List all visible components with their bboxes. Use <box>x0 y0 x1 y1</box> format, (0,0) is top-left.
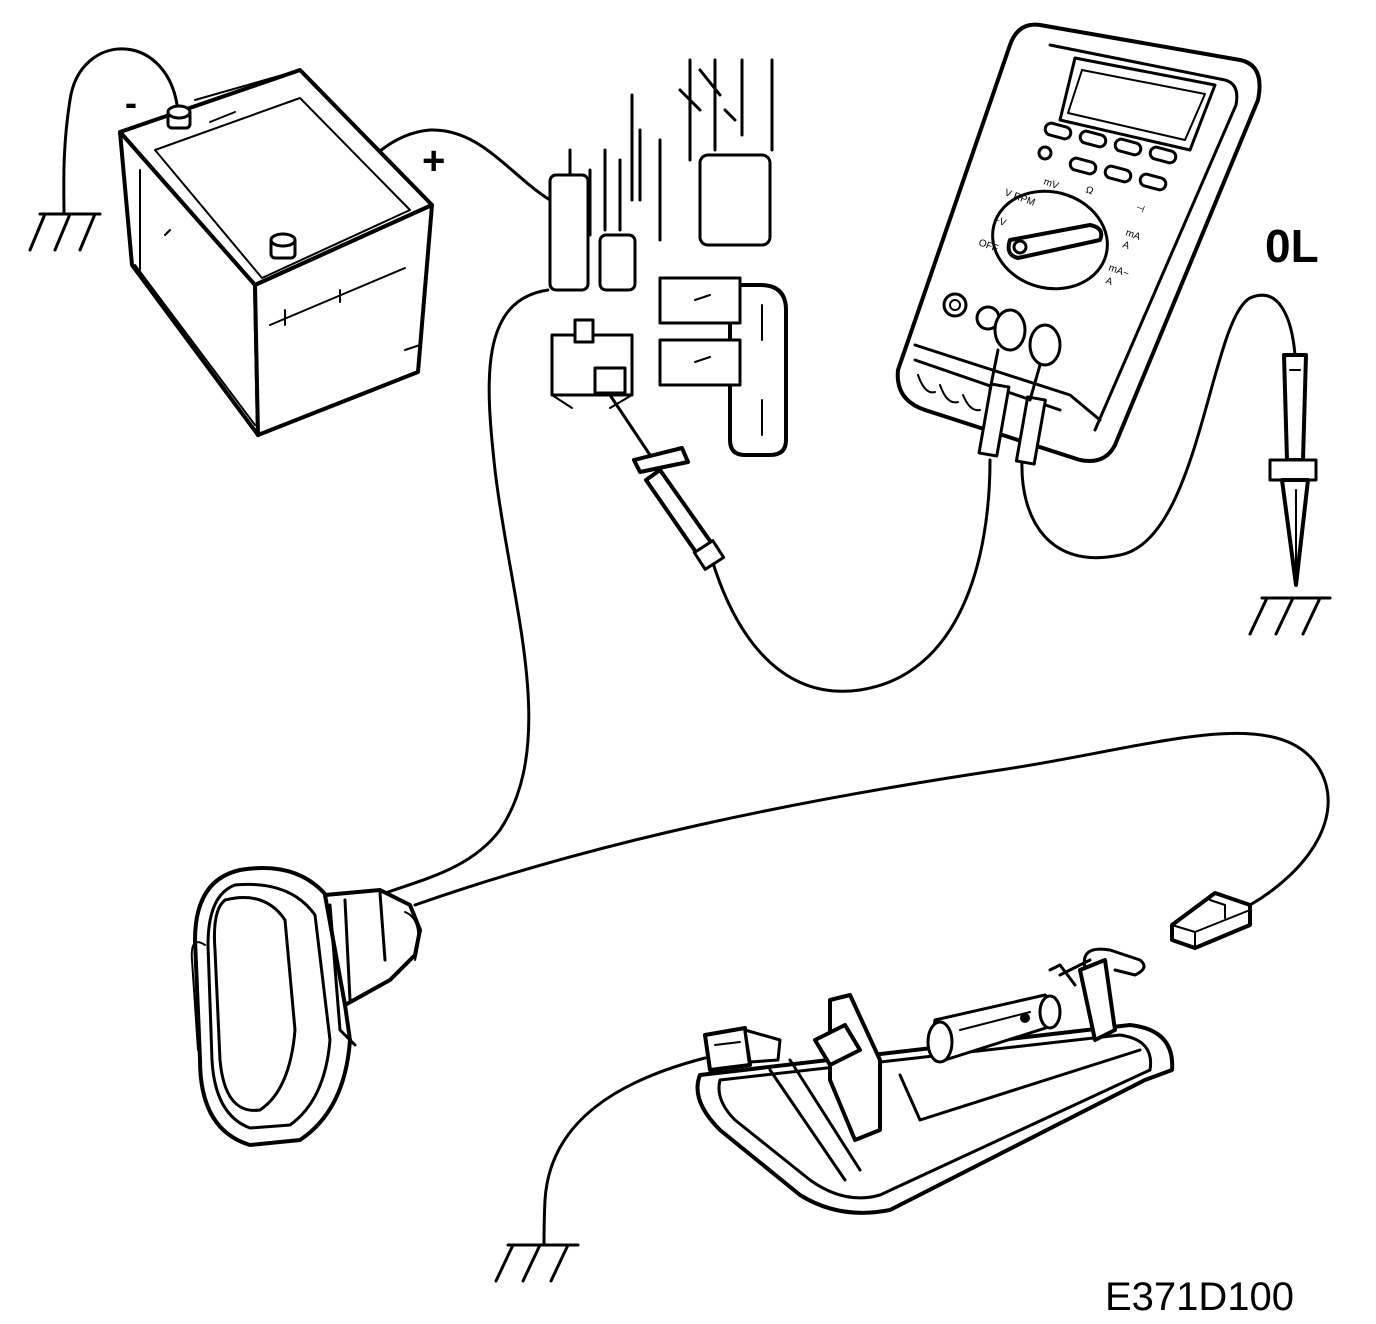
figure-code: E371D100 <box>1105 1275 1294 1319</box>
test-probe-ground <box>1268 353 1318 587</box>
removed-fuse <box>658 276 788 457</box>
multimeter-display <box>1058 56 1217 152</box>
multimeter-dial <box>991 189 1109 291</box>
battery-side-face <box>253 203 434 437</box>
multimeter: V RPM mV Ω ~V OFF ⊣ mA A mA~ A <box>895 22 1262 466</box>
courtesy-lamp <box>695 947 1175 1215</box>
battery-negative-label: - <box>125 82 137 123</box>
dial-label-mv: mV <box>1042 176 1060 192</box>
ground-symbol-battery <box>28 212 102 252</box>
dial-label-a-ac: A <box>1104 275 1114 288</box>
fuse-to-switch-wire <box>378 288 550 897</box>
lamp-bulb <box>926 993 1062 1064</box>
dial-label-v-ac: ~V <box>992 214 1008 229</box>
switch-to-lamp-wire <box>413 731 1330 907</box>
lamp-housing <box>695 1023 1175 1215</box>
fuse-slot-upper <box>698 153 772 247</box>
dial-label-diode: ⊣ <box>1134 202 1146 215</box>
ground-symbol-probe <box>1248 596 1332 636</box>
dial-label-ma-dc: mA <box>1124 227 1142 243</box>
lamp-ground-wire <box>542 1056 707 1247</box>
fuse-holder <box>598 233 637 292</box>
battery-negative-terminal <box>166 104 192 130</box>
multimeter-lead-plugs <box>977 308 1062 466</box>
lamp-switch-plug <box>703 1026 782 1072</box>
switch-rocker <box>213 896 297 1112</box>
battery: - + <box>118 68 445 437</box>
fuse-box <box>548 58 788 457</box>
test-probe-fuse <box>608 393 726 571</box>
multimeter-reading: 0L <box>1265 220 1319 272</box>
battery-positive-terminal <box>269 232 297 260</box>
fuse-slot-left <box>548 173 590 292</box>
ground-symbol-lamp <box>494 1243 580 1283</box>
probe-to-meter-wire <box>710 458 992 693</box>
battery-negative-ground-wire <box>62 47 180 216</box>
meter-to-ground-probe-wire <box>1020 293 1297 560</box>
multimeter-buttons <box>1037 121 1178 192</box>
dial-label-ohm: Ω <box>1084 184 1095 197</box>
fuse-socket <box>550 318 634 409</box>
rocker-switch <box>190 866 422 1147</box>
dial-label-a-dc: A <box>1121 239 1131 252</box>
lamp-connector <box>1170 891 1252 950</box>
battery-positive-label: + <box>422 139 445 183</box>
